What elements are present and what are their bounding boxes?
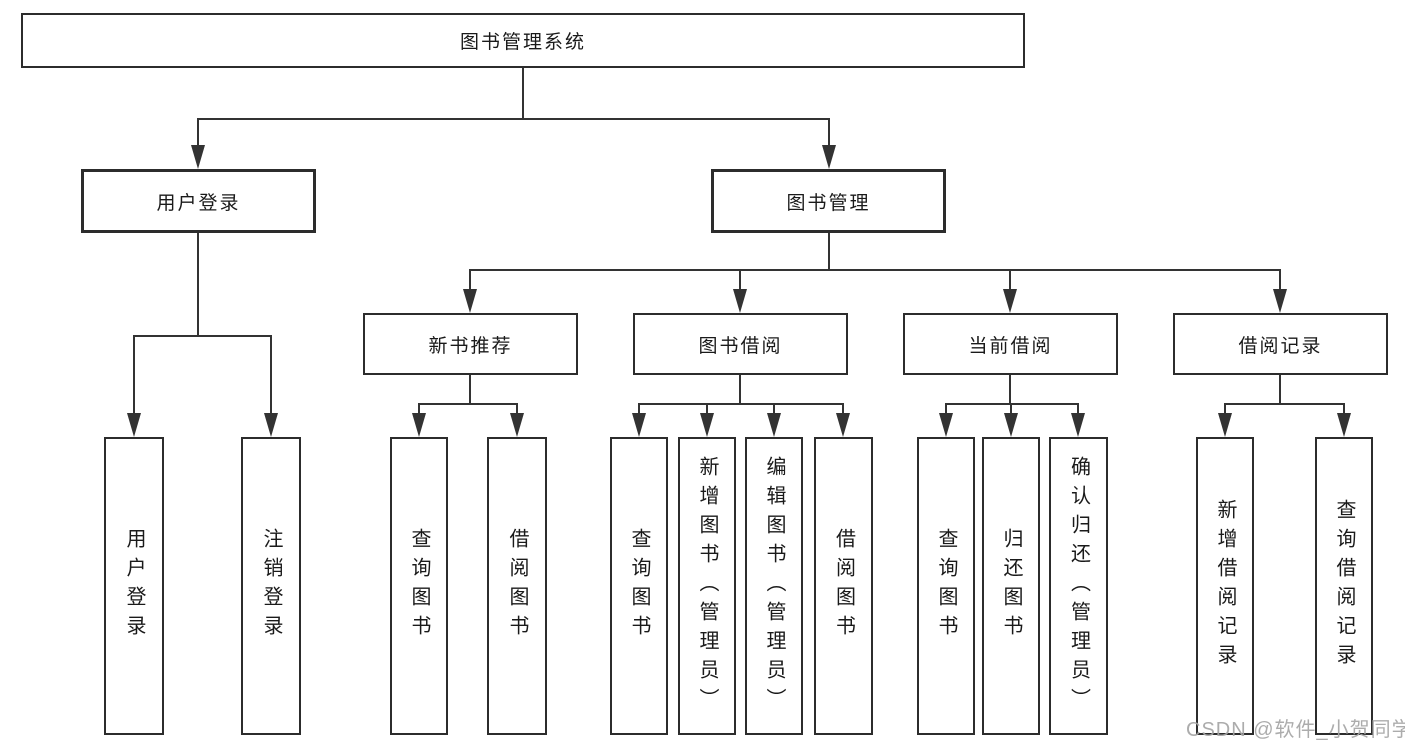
leaf-query-borrow-record-label: 查询借阅记录	[1333, 499, 1355, 673]
leaf-query-books-recommend-label: 查询图书	[408, 528, 430, 644]
csdn-watermark: CSDN @软件_小贺同学	[1186, 719, 1405, 741]
leaf-query-books-current-label: 查询图书	[935, 528, 957, 644]
leaf-edit-books-admin: 编辑图书（管理员）	[745, 437, 803, 735]
leaf-add-books-admin-label: 新增图书（管理员）	[696, 455, 718, 717]
node-user-login: 用户登录	[81, 169, 316, 233]
leaf-query-books-current: 查询图书	[917, 437, 975, 735]
leaf-user-login: 用户登录	[104, 437, 164, 735]
leaf-user-login-label: 用户登录	[123, 528, 145, 644]
leaf-confirm-return-admin-label: 确认归还（管理员）	[1067, 455, 1090, 717]
leaf-borrow-books-recommend: 借阅图书	[487, 437, 547, 735]
leaf-borrow-books-recommend-label: 借阅图书	[506, 528, 528, 644]
leaf-return-books: 归还图书	[982, 437, 1040, 735]
node-new-book-recommend: 新书推荐	[363, 313, 578, 375]
leaf-query-books-borrowing: 查询图书	[610, 437, 668, 735]
node-book-management: 图书管理	[711, 169, 946, 233]
leaf-logout-login: 注销登录	[241, 437, 301, 735]
leaf-query-books-recommend: 查询图书	[390, 437, 448, 735]
leaf-query-borrow-record: 查询借阅记录	[1315, 437, 1373, 735]
node-book-borrowing: 图书借阅	[633, 313, 848, 375]
node-current-borrowing: 当前借阅	[903, 313, 1118, 375]
leaf-confirm-return-admin: 确认归还（管理员）	[1049, 437, 1108, 735]
node-borrowing-records: 借阅记录	[1173, 313, 1388, 375]
leaf-add-borrow-record-label: 新增借阅记录	[1214, 499, 1236, 673]
node-root-library-system: 图书管理系统	[21, 13, 1025, 68]
leaf-query-books-borrowing-label: 查询图书	[628, 528, 650, 644]
leaf-borrow-books: 借阅图书	[814, 437, 873, 735]
leaf-logout-login-label: 注销登录	[260, 528, 282, 644]
leaf-add-borrow-record: 新增借阅记录	[1196, 437, 1254, 735]
leaf-borrow-books-label: 借阅图书	[832, 528, 855, 644]
leaf-add-books-admin: 新增图书（管理员）	[678, 437, 736, 735]
leaf-edit-books-admin-label: 编辑图书（管理员）	[763, 455, 785, 717]
leaf-return-books-label: 归还图书	[1000, 528, 1022, 644]
